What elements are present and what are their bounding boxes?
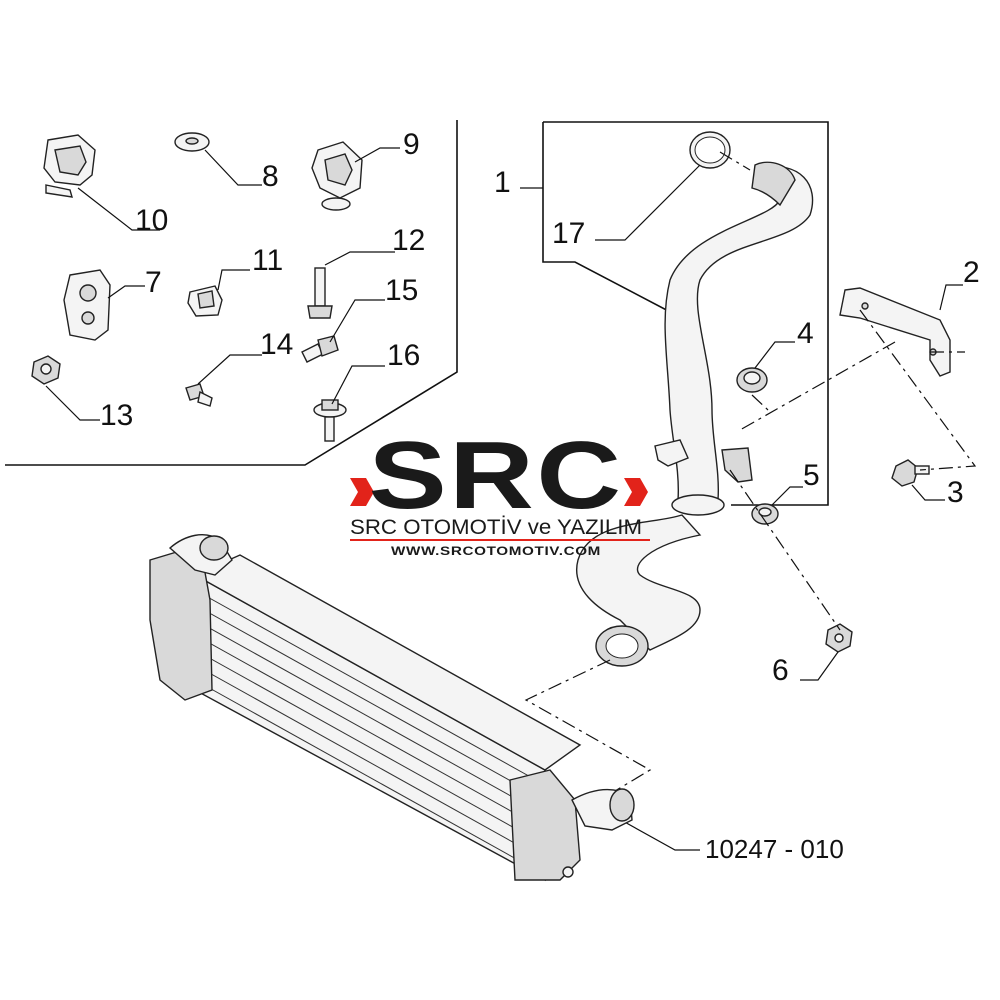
bracket-part-7	[63, 269, 111, 341]
part-label-8: 8	[262, 160, 279, 193]
part-label-17: 17	[552, 217, 585, 250]
part-label-16: 16	[387, 339, 420, 372]
upper-hose-part-1	[654, 161, 814, 516]
part-label-9: 9	[403, 128, 420, 161]
group-1-bracket-left	[542, 122, 677, 316]
part-label-3: 3	[947, 476, 964, 509]
part-label-2: 2	[963, 256, 980, 289]
small-parts-panel-border	[5, 120, 458, 466]
part-label-11: 11	[252, 244, 283, 277]
right-chevron-icon	[624, 478, 648, 506]
src-watermark: SRC SRC OTOMOTİV ve YAZILIM WWW.SRCOTOMO…	[350, 422, 650, 558]
leader-lines-small	[45, 147, 400, 421]
intercooler	[149, 534, 635, 882]
o-ring-part-17	[689, 131, 731, 169]
part-label-13: 13	[100, 399, 133, 432]
clip-part-10	[43, 134, 96, 198]
bolt-part-14	[185, 383, 213, 407]
part-label-14: 14	[260, 328, 293, 361]
nut-part-13	[31, 355, 61, 385]
clip-part-11	[187, 285, 223, 317]
part-label-12: 12	[392, 224, 425, 257]
left-chevron-icon	[350, 478, 374, 506]
bracket-part-2	[839, 287, 951, 377]
part-label-15: 15	[385, 274, 418, 307]
part-label-10: 10	[135, 204, 168, 237]
bolt-part-16	[313, 399, 347, 442]
watermark-logo-text: SRC	[369, 422, 624, 529]
part-label-5: 5	[803, 459, 820, 492]
part-number-labels: 1 2 3 4 5 6 7 8 9 10 11 12 13 14 15 16 1…	[100, 128, 980, 864]
grommet-part-4	[736, 367, 768, 393]
washer-part-5	[751, 503, 779, 525]
part-label-7: 7	[145, 266, 162, 299]
watermark-url: WWW.SRCOTOMOTIV.COM	[391, 544, 601, 558]
watermark-red-rule	[350, 539, 650, 541]
reference-code: 10247 - 010	[705, 834, 844, 864]
bolt-part-15	[301, 335, 339, 363]
group-1-bracket	[543, 121, 829, 506]
stud-part-12	[307, 267, 333, 319]
bolt-part-3	[891, 459, 930, 487]
assembly-dash-lines	[524, 151, 977, 801]
part-label-4: 4	[797, 317, 814, 350]
nut-part-6	[825, 623, 853, 653]
part-label-6: 6	[772, 654, 789, 687]
clamp-part-9	[311, 141, 363, 211]
leader-lines-main	[520, 164, 963, 851]
watermark-company: SRC OTOMOTİV ve YAZILIM	[350, 516, 642, 539]
part-label-1: 1	[494, 166, 511, 199]
washer-part-8	[174, 132, 210, 152]
